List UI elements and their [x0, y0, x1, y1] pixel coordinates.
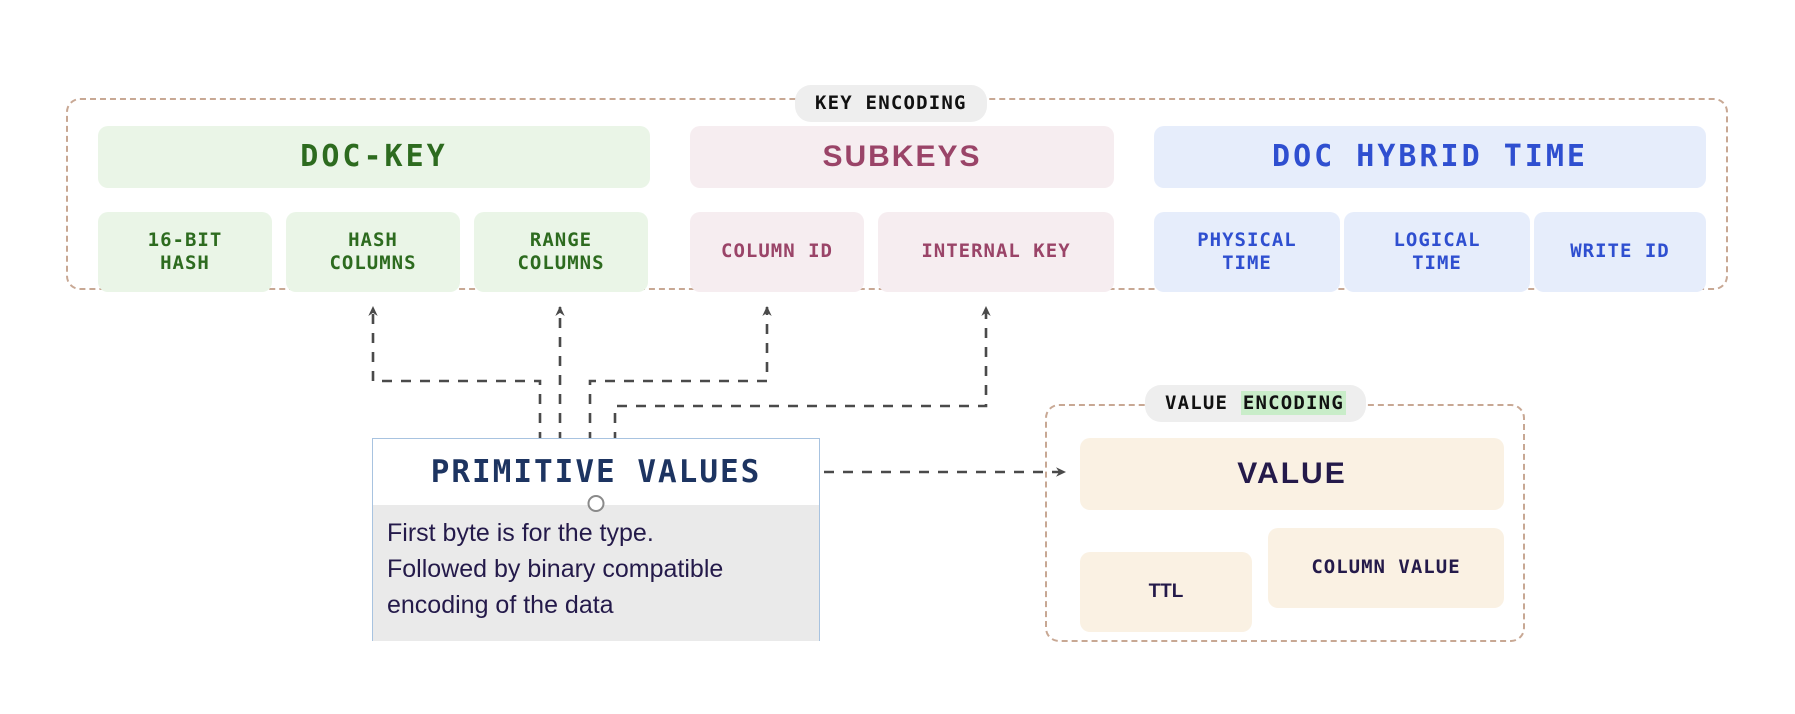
block-internal-key[interactable]: INTERNAL KEY — [878, 212, 1114, 292]
value-encoding-title-pill: VALUE ENCODING — [1145, 385, 1366, 422]
block-logical-time[interactable]: LOGICAL TIME — [1344, 212, 1530, 292]
block-range-columns[interactable]: RANGE COLUMNS — [474, 212, 648, 292]
block-write-id[interactable]: WRITE ID — [1534, 212, 1706, 292]
block-column-id[interactable]: COLUMN ID — [690, 212, 864, 292]
key-encoding-title-pill: KEY ENCODING — [795, 85, 987, 122]
value-encoding-title-word-1: VALUE — [1165, 392, 1241, 414]
block-column-value[interactable]: COLUMN VALUE — [1268, 528, 1504, 608]
resize-handle-circle-icon[interactable] — [587, 495, 605, 512]
block-hash-columns[interactable]: HASH COLUMNS — [286, 212, 460, 292]
doc-hybrid-time-header[interactable]: DOC HYBRID TIME — [1154, 126, 1706, 188]
value-encoding-title-word-2-highlighted: ENCODING — [1240, 391, 1346, 415]
block-ttl[interactable]: TTL — [1080, 552, 1252, 632]
subkeys-header[interactable]: SUBKEYS — [690, 126, 1114, 188]
block-physical-time[interactable]: PHYSICAL TIME — [1154, 212, 1340, 292]
block-16-bit-hash[interactable]: 16-BIT HASH — [98, 212, 272, 292]
primitive-values-card[interactable]: PRIMITIVE VALUES First byte is for the t… — [372, 438, 820, 641]
primitive-values-description: First byte is for the type. Followed by … — [373, 505, 819, 641]
primitive-values-title: PRIMITIVE VALUES — [373, 439, 819, 505]
doc-key-header[interactable]: DOC-KEY — [98, 126, 650, 188]
value-header[interactable]: VALUE — [1080, 438, 1504, 510]
